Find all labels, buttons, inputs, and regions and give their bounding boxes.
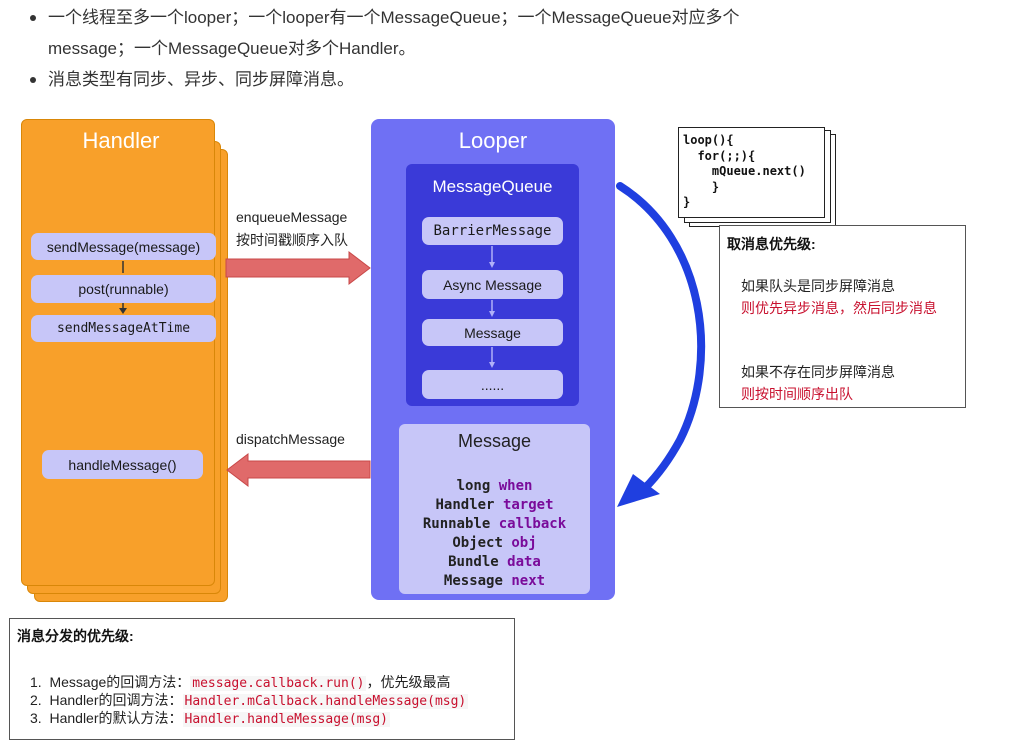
message-queue-title: MessageQueue [432,177,553,196]
enqueue-order-label: 按时间戳顺序入队 [236,232,348,248]
bullet-item-message-types: 消息类型有同步、异步、同步屏障消息。 [26,64,926,95]
message-field: Message next [443,573,546,589]
code-card [678,127,825,218]
dispatch-priority-item: 3. Handler的默认方法：Handler.handleMessage(ms… [30,710,390,727]
loop-code: loop(){ for(;;){ mQueue.next() } } [683,133,806,209]
message-field: Object obj [452,535,537,551]
dispatch-priority-heading: 消息分发的优先级: [17,628,134,644]
queue-item-message: Message [422,319,563,346]
connector-arrowhead [119,308,127,314]
fetch-priority-case1: 如果队头是同步屏障消息 [741,278,895,294]
bullet-text-types: 消息类型有同步、异步、同步屏障消息。 [48,70,354,89]
send-message-pill: sendMessage(message) [31,233,216,260]
bullet-list: 一个线程至多一个looper；一个looper有一个MessageQueue；一… [26,2,926,95]
dispatch-priority-item: 2. Handler的回调方法：Handler.mCallback.handle… [30,692,469,709]
dispatch-priority-item: 1. Message的回调方法：message.callback.run()，优… [30,674,451,691]
fetch-priority-box [719,225,966,408]
message-field: Handler target [435,497,554,513]
looper-title: Looper [458,128,528,153]
bullet-item-threading: 一个线程至多一个looper；一个looper有一个MessageQueue；一… [26,2,926,64]
message-struct-panel [399,424,590,594]
queue-item-barrier: BarrierMessage [422,217,563,245]
fetch-priority-case2: 如果不存在同步屏障消息 [741,364,895,380]
queue-item-ellipsis: ...... [422,370,563,399]
dispatch-label: dispatchMessage [236,431,345,447]
bullet-text-line1: 一个线程至多一个looper；一个looper有一个MessageQueue；一… [48,8,740,27]
handler-title: Handler [82,128,160,153]
message-field: long when [456,478,533,494]
message-field: Bundle data [448,554,541,570]
send-message-at-time-pill: sendMessageAtTime [31,315,216,342]
handle-message-pill: handleMessage() [42,450,203,479]
bullet-text-line2: message；一个MessageQueue对多个Handler。 [48,39,416,58]
enqueue-label: enqueueMessage [236,209,348,225]
queue-item-async: Async Message [422,270,563,299]
handler-card [21,119,215,586]
fetch-priority-heading: 取消息优先级: [727,236,816,252]
fetch-priority-case2-result: 则按时间顺序出队 [741,386,853,402]
message-field: Runnable callback [422,516,567,532]
message-struct-title: Message [457,431,532,451]
post-pill: post(runnable) [31,275,216,303]
fetch-priority-case1-result: 则优先异步消息，然后同步消息 [741,300,937,316]
